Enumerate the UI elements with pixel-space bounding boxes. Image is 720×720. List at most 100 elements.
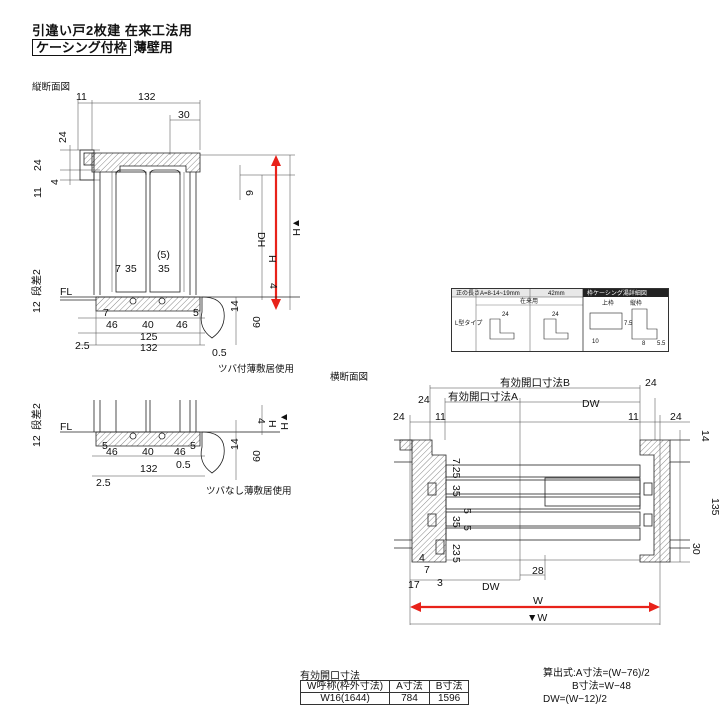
hdim-w: W — [533, 595, 543, 607]
inset-n75: 7.5 — [624, 321, 633, 327]
vdim-step: 段差2 — [30, 269, 43, 296]
hdim-v35a: 35 — [450, 485, 462, 497]
hdim-v3: 3 — [437, 577, 443, 589]
hdim-v5b: 5 — [461, 525, 473, 531]
hdim-l11: 11 — [435, 411, 446, 423]
horizontal-section-label: 横断面図 — [330, 371, 368, 383]
vdim-b7: 7 — [103, 307, 109, 319]
inset-h-col2: A=8-14~19mm — [480, 291, 520, 297]
vdim-b05: 0.5 — [212, 347, 227, 359]
vdim-30: 30 — [178, 109, 190, 121]
title-line-1: 引違い戸2枚建 在来工法用 — [32, 23, 193, 38]
formula-line-2: B寸法=W−48 — [572, 681, 631, 692]
hdim-v7: 7 — [424, 564, 430, 576]
v2dim-r4: 4 — [255, 418, 267, 424]
hdim-v5a: 5 — [461, 508, 473, 514]
vdim-b25: 2.5 — [75, 340, 90, 352]
table-header-cell: B寸法 — [428, 680, 470, 693]
vdim-4-left: 4 — [49, 179, 61, 185]
vdim-b40: 40 — [142, 319, 154, 331]
table-cell: 1596 — [428, 692, 470, 705]
v2dim-b05: 0.5 — [176, 459, 191, 471]
vdim-b46a: 46 — [106, 319, 118, 331]
v2dim-b25: 2.5 — [96, 477, 111, 489]
hdim-b-label: 有効開口寸法B — [500, 376, 570, 389]
vdim-6: 6 — [243, 190, 255, 196]
v2dim-step: 段差2 — [30, 403, 43, 430]
inset-n24b: 24 — [552, 312, 559, 318]
hdim-v17: 17 — [408, 579, 420, 591]
v2dim-b46b: 46 — [174, 446, 186, 458]
v2dim-b5a: 5 — [102, 440, 108, 452]
vertical-section-drawing — [60, 100, 300, 346]
inset-drawing: 正の長さ A=8-14~19mm 42mm 在来用 L型タイプ 枠ケーシング湯詳… — [452, 289, 668, 351]
v2dim-h: H — [266, 420, 278, 428]
vdim-b132: 132 — [140, 342, 158, 354]
vdim-b46b: 46 — [176, 319, 188, 331]
vdim-7: 7 — [115, 263, 121, 275]
vdim-step-12: 12 — [31, 301, 43, 313]
hdim-v23: 23 — [450, 544, 462, 556]
casing-detail-inset: 正の長さ A=8-14~19mm 42mm 在来用 L型タイプ 枠ケーシング湯詳… — [451, 288, 669, 352]
vertical-caption-2: ツバなし薄敷居使用 — [206, 485, 292, 497]
inset-n10: 10 — [592, 339, 599, 345]
vdim-132-top: 132 — [138, 91, 156, 103]
hdim-a-label: 有効開口寸法A — [448, 390, 518, 403]
vdim-b5: 5 — [193, 307, 199, 319]
inset-right-a: 上枠 — [602, 299, 614, 307]
vdim-5-paren: (5) — [157, 249, 170, 261]
opening-table: W呼称(枠外寸法) A寸法 B寸法 W16(1644) 784 1596 — [299, 680, 470, 705]
vdim-35b: 35 — [158, 263, 170, 275]
vdim-24-left: 24 — [57, 131, 69, 143]
inset-h-col1: 正の長さ — [456, 290, 480, 297]
hdim-v5c: 5 — [450, 557, 462, 563]
hdim-dw-top: DW — [582, 398, 600, 410]
inset-n8: 8 — [642, 341, 646, 347]
vdim-11-left: 11 — [32, 187, 44, 198]
table-cell: 784 — [389, 692, 430, 705]
hdim-v135: 135 — [709, 498, 720, 516]
inset-sub: 在来用 — [520, 297, 538, 305]
horizontal-section-drawing — [394, 385, 690, 625]
formula-line-1: 算出式:A寸法=(W−76)/2 — [543, 668, 650, 679]
formula-line-3: DW=(W−12)/2 — [543, 694, 607, 705]
table-header-row: W呼称(枠外寸法) A寸法 B寸法 — [299, 680, 470, 693]
vdim-4-right: 4 — [267, 283, 279, 289]
hdim-r14: 14 — [699, 430, 711, 442]
title-box-label: ケーシング付枠 — [32, 39, 131, 56]
formula-block: 算出式:A寸法=(W−76)/2 B寸法=W−48 DW=(W−12)/2 — [543, 667, 650, 706]
table-cell: W16(1644) — [299, 692, 391, 705]
vdim-dh: DH — [255, 232, 267, 247]
opening-table-title: 有効開口寸法 — [300, 671, 360, 682]
title-line-2-rest: 薄壁用 — [133, 40, 173, 55]
vertical-section-2-drawing — [60, 400, 280, 480]
vdim-b60: 60 — [251, 316, 263, 328]
hdim-w-arrow: ▼W — [527, 612, 547, 624]
hdim-v28: 28 — [532, 565, 544, 577]
inset-type: L型タイプ — [455, 319, 482, 327]
hdim-r11: 11 — [628, 411, 639, 423]
vertical-section-label: 縦断面図 — [32, 81, 70, 93]
hdim-l24a: 24 — [418, 394, 430, 406]
vdim-fl: FL — [60, 286, 72, 298]
hdim-v35b: 35 — [450, 516, 462, 528]
vdim-b14: 14 — [229, 300, 241, 312]
inset-right-title: 枠ケーシング湯詳細図 — [587, 289, 647, 297]
vdim-11: 11 — [76, 91, 87, 103]
v2dim-b46a: 46 — [106, 446, 118, 458]
hdim-v4: 4 — [419, 552, 425, 564]
v2dim-step-12: 12 — [31, 435, 43, 447]
hdim-l24b: 24 — [393, 411, 405, 423]
v2dim-b40: 40 — [142, 446, 154, 458]
hdim-v725: 7.25 — [450, 458, 462, 479]
inset-n55: 5.5 — [657, 341, 666, 347]
v2dim-fl: FL — [60, 421, 72, 433]
inset-h-col3: 42mm — [548, 291, 565, 297]
hdim-r24b: 24 — [670, 411, 682, 423]
hdim-v30: 30 — [690, 543, 702, 555]
v2dim-b60: 60 — [251, 450, 263, 462]
vertical-caption-1: ツバ付薄敷居使用 — [218, 363, 294, 375]
vdim-24-left2: 24 — [32, 159, 44, 171]
title-line-2: ケーシング付枠薄壁用 — [32, 37, 173, 56]
